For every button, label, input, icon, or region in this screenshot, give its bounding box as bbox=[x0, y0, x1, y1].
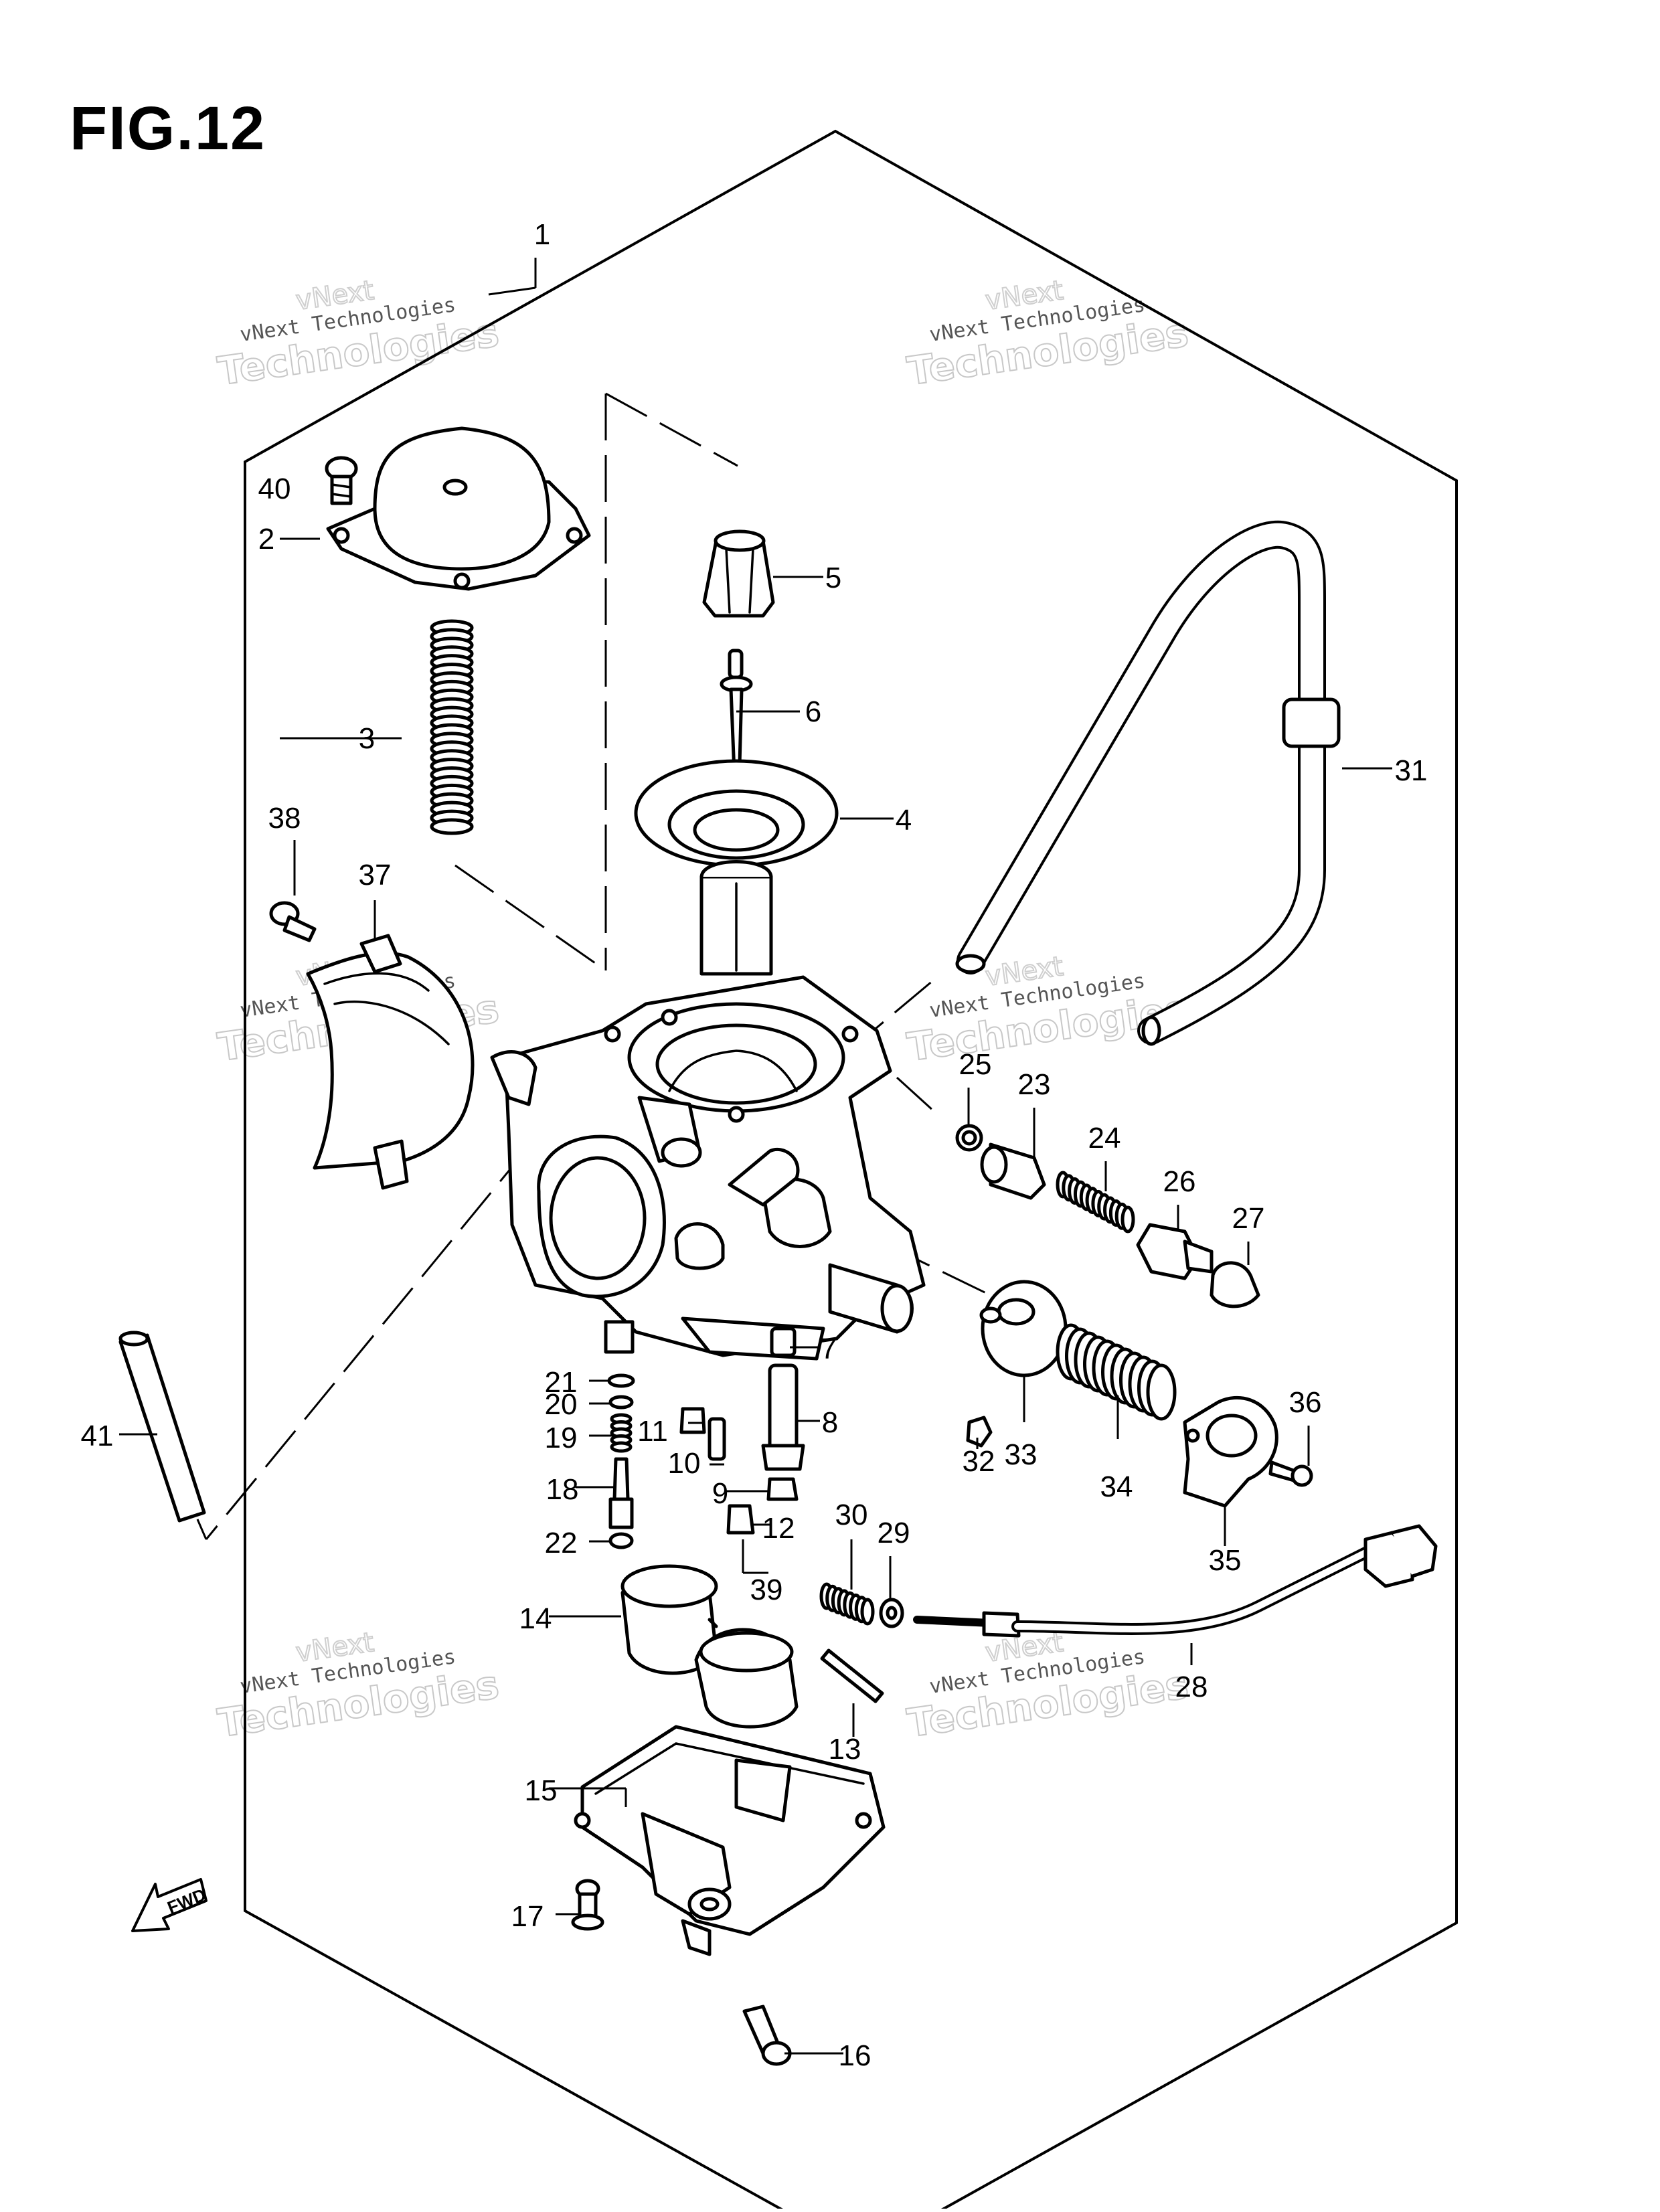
callout-5: 5 bbox=[825, 562, 841, 594]
part-23-plunger bbox=[980, 1142, 1046, 1200]
part-38-screw bbox=[269, 901, 317, 942]
callout-18: 18 bbox=[546, 1473, 579, 1506]
callout-27: 27 bbox=[1232, 1202, 1265, 1235]
callout-34: 34 bbox=[1100, 1470, 1133, 1503]
part-19-spring bbox=[610, 1413, 633, 1453]
callout-14: 14 bbox=[519, 1602, 552, 1635]
callout-39: 39 bbox=[750, 1573, 783, 1606]
figure-title: FIG.12 bbox=[70, 94, 266, 163]
part-5-clip bbox=[702, 529, 775, 618]
callout-6: 6 bbox=[805, 695, 821, 728]
callout-31: 31 bbox=[1395, 754, 1428, 787]
part-29-washer bbox=[879, 1598, 904, 1628]
callout-15: 15 bbox=[525, 1774, 558, 1807]
callout-11: 11 bbox=[637, 1415, 668, 1448]
callout-21: 21 bbox=[545, 1366, 578, 1399]
callout-40: 40 bbox=[258, 473, 291, 505]
part-31-vent-hose bbox=[955, 520, 1341, 1046]
callout-20: 20 bbox=[545, 1388, 578, 1421]
part-18-pilot-screw bbox=[608, 1457, 634, 1529]
part-15-float-chamber bbox=[574, 1725, 886, 1956]
callout-19: 19 bbox=[545, 1422, 578, 1454]
callout-37: 37 bbox=[359, 859, 392, 891]
part-12-float-valve bbox=[726, 1504, 755, 1535]
part-13-float-pin bbox=[820, 1648, 884, 1703]
callout-17: 17 bbox=[511, 1900, 544, 1933]
part-41-tube bbox=[118, 1331, 206, 1523]
callout-22: 22 bbox=[545, 1527, 578, 1559]
part-10-pilot-jet bbox=[708, 1417, 726, 1461]
callout-9: 9 bbox=[712, 1477, 728, 1510]
callout-2: 2 bbox=[258, 523, 274, 556]
callout-24: 24 bbox=[1088, 1122, 1121, 1155]
part-20-o-ring bbox=[608, 1395, 634, 1410]
part-9-main-jet bbox=[766, 1477, 799, 1501]
part-36-screw bbox=[1268, 1460, 1313, 1487]
part-4-diaphragm-piston bbox=[634, 759, 839, 976]
part-16-screw bbox=[742, 2005, 792, 2066]
callout-29: 29 bbox=[878, 1517, 910, 1549]
part-3-spring bbox=[430, 619, 474, 835]
callout-numbers: 1234567891011121314151617181920212223242… bbox=[81, 218, 1428, 2072]
callout-4: 4 bbox=[896, 804, 912, 837]
part-32-nut bbox=[966, 1416, 993, 1448]
part-34-spring bbox=[1056, 1323, 1177, 1421]
callout-26: 26 bbox=[1163, 1165, 1196, 1198]
callout-1: 1 bbox=[534, 218, 550, 251]
part-35-cover bbox=[1183, 1395, 1278, 1508]
callout-33: 33 bbox=[1005, 1438, 1038, 1471]
callout-12: 12 bbox=[762, 1512, 795, 1545]
callout-30: 30 bbox=[835, 1499, 868, 1531]
callout-8: 8 bbox=[822, 1406, 838, 1439]
part-14-float bbox=[620, 1564, 799, 1729]
callout-35: 35 bbox=[1209, 1544, 1242, 1577]
part-22-cap bbox=[608, 1532, 634, 1549]
part-17-screw bbox=[571, 1879, 604, 1931]
callout-13: 13 bbox=[829, 1733, 861, 1766]
part-24-spring bbox=[1056, 1171, 1135, 1233]
callout-23: 23 bbox=[1018, 1068, 1051, 1101]
leader-lines bbox=[119, 258, 1392, 2055]
part-30-spring bbox=[819, 1582, 875, 1626]
callout-25: 25 bbox=[959, 1048, 992, 1081]
part-8-needle-jet bbox=[761, 1363, 805, 1471]
part-27-cap bbox=[1210, 1261, 1260, 1308]
part-11-plug bbox=[679, 1407, 706, 1434]
part-37-bracket bbox=[306, 934, 475, 1190]
callout-28: 28 bbox=[1175, 1671, 1208, 1703]
callout-10: 10 bbox=[668, 1447, 701, 1480]
part-26-nut bbox=[1136, 1223, 1214, 1280]
part-21-washer bbox=[607, 1373, 635, 1388]
part-28-throttle-cable bbox=[913, 1524, 1438, 1638]
part-7-jet bbox=[770, 1327, 797, 1357]
callout-38: 38 bbox=[268, 802, 301, 835]
callout-41: 41 bbox=[81, 1420, 114, 1452]
callout-7: 7 bbox=[821, 1333, 837, 1365]
callout-32: 32 bbox=[963, 1445, 995, 1478]
part-2-top-cap bbox=[326, 426, 591, 591]
callout-16: 16 bbox=[839, 2039, 872, 2072]
callout-3: 3 bbox=[359, 722, 375, 755]
fwd-arrow-icon: FWD bbox=[131, 1878, 209, 1932]
assembly-boundary bbox=[244, 129, 1458, 2212]
part-25-o-ring bbox=[955, 1124, 983, 1152]
part-33-diaphragm bbox=[979, 1280, 1068, 1377]
part-1-carburetor-body bbox=[490, 975, 926, 1361]
part-40-screw bbox=[325, 456, 358, 505]
callout-36: 36 bbox=[1289, 1386, 1322, 1419]
